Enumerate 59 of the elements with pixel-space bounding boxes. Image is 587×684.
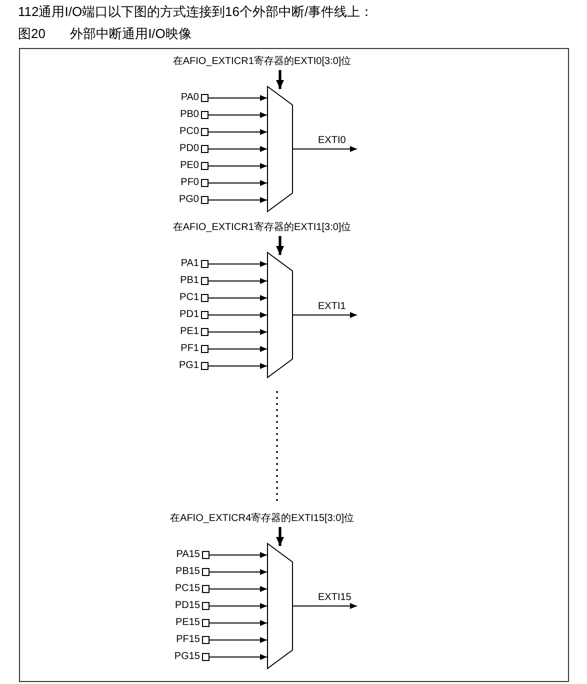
- pin-label: PE15: [176, 617, 200, 629]
- arrow: [202, 602, 268, 610]
- pin-label: PE1: [180, 326, 199, 338]
- arrow: [200, 345, 268, 353]
- pin-label: PC0: [180, 126, 199, 138]
- pin-label: PE0: [180, 160, 199, 172]
- arrow: [202, 568, 268, 576]
- arrow: [292, 312, 358, 318]
- pin-label: PF0: [180, 177, 199, 189]
- arrow: [292, 603, 358, 609]
- pin-label: PB0: [180, 109, 199, 121]
- register-bit-label: 在AFIO_EXTICR4寄存器的EXTI15[3:0]位: [170, 513, 354, 525]
- arrow: [200, 362, 268, 370]
- arrow: [202, 551, 268, 559]
- description-text: 112通用I/O端口以下图的方式连接到16个外部中断/事件线上：: [18, 4, 374, 20]
- arrow: [200, 328, 268, 336]
- arrow: [200, 311, 268, 319]
- arrow: [200, 162, 268, 170]
- arrow: [292, 146, 358, 152]
- pin-label: PB15: [176, 566, 200, 578]
- pin-label: PA1: [180, 258, 199, 270]
- arrow: [276, 236, 284, 255]
- arrow: [202, 653, 268, 661]
- edge-label: EXTI15: [318, 592, 352, 604]
- arrow: [202, 585, 268, 593]
- arrow: [276, 527, 284, 546]
- pin-label: PF15: [176, 634, 200, 646]
- pin-label: PC1: [180, 292, 199, 304]
- multiplexer: [267, 543, 293, 669]
- arrow: [200, 196, 268, 204]
- arrow: [200, 128, 268, 136]
- arrow: [202, 619, 268, 627]
- figure-title: 图20 外部中断通用I/O映像: [18, 26, 192, 42]
- arrow: [200, 145, 268, 153]
- pin-label: PG1: [178, 360, 199, 372]
- edge-label: EXTI0: [318, 135, 346, 147]
- arrow: [276, 70, 284, 89]
- edge-label: EXTI1: [318, 301, 346, 313]
- arrow: [200, 179, 268, 187]
- arrow: [200, 260, 268, 268]
- pin-label: PF1: [180, 343, 199, 355]
- pin-label: PD15: [174, 600, 200, 612]
- pin-label: PD0: [180, 143, 199, 155]
- pin-label: PA15: [176, 549, 200, 561]
- arrow: [200, 94, 268, 102]
- multiplexer: [267, 86, 293, 212]
- pin-label: PD1: [180, 309, 199, 321]
- arrow: [200, 277, 268, 285]
- arrow: [202, 636, 268, 644]
- multiplexer: [267, 252, 293, 378]
- register-bit-label: 在AFIO_EXTICR1寄存器的EXTI1[3:0]位: [172, 222, 352, 234]
- arrow: [200, 111, 268, 119]
- pin-label: PG15: [174, 651, 200, 663]
- pin-label: PC15: [174, 583, 200, 595]
- pin-label: PB1: [180, 275, 199, 287]
- pin-label: PG0: [178, 194, 199, 206]
- register-bit-label: 在AFIO_EXTICR1寄存器的EXTI0[3:0]位: [172, 56, 352, 68]
- arrow: [200, 294, 268, 302]
- pin-label: PA0: [180, 92, 199, 104]
